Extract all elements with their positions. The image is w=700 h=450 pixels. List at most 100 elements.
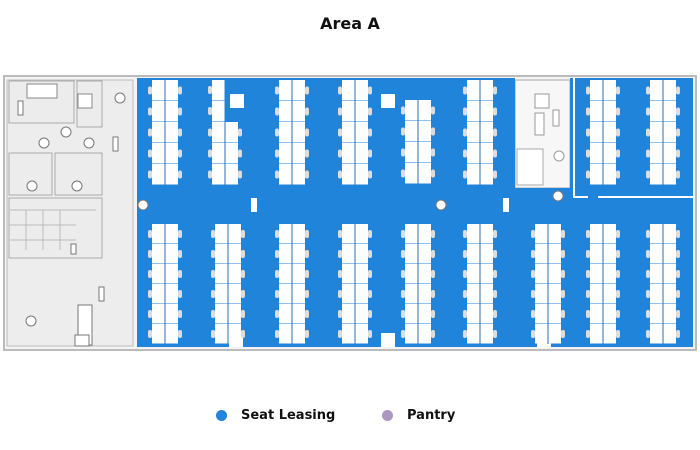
chair bbox=[401, 169, 405, 178]
desk bbox=[603, 324, 616, 344]
column-block bbox=[251, 198, 257, 212]
legend-label: Seat Leasing bbox=[241, 408, 336, 423]
desk bbox=[480, 244, 493, 264]
desk bbox=[212, 164, 225, 185]
chair bbox=[463, 149, 467, 158]
chair bbox=[305, 107, 309, 116]
column bbox=[137, 199, 149, 211]
desk bbox=[590, 264, 603, 284]
chair bbox=[431, 230, 435, 238]
desk bbox=[279, 143, 292, 164]
desk bbox=[650, 264, 663, 284]
chair bbox=[305, 86, 309, 95]
chair bbox=[178, 107, 182, 116]
desk bbox=[548, 304, 561, 324]
desk bbox=[152, 244, 165, 264]
desk-cluster bbox=[586, 224, 620, 344]
desk bbox=[292, 244, 305, 264]
desk bbox=[467, 244, 480, 264]
desk-cluster bbox=[646, 80, 680, 185]
chair bbox=[148, 128, 152, 137]
chair bbox=[208, 149, 212, 158]
chair bbox=[241, 230, 245, 238]
desk bbox=[215, 284, 228, 304]
chair bbox=[431, 148, 435, 157]
chair bbox=[676, 270, 680, 278]
chair bbox=[338, 149, 342, 158]
desk bbox=[418, 304, 431, 324]
desk bbox=[342, 164, 355, 185]
chair bbox=[148, 290, 152, 298]
desk bbox=[467, 143, 480, 164]
desk bbox=[165, 284, 178, 304]
chair bbox=[275, 290, 279, 298]
desk bbox=[650, 304, 663, 324]
chair bbox=[676, 230, 680, 238]
legend-item-seat-leasing: Seat Leasing bbox=[216, 408, 335, 423]
chair bbox=[241, 250, 245, 258]
desk bbox=[279, 224, 292, 244]
chair bbox=[493, 107, 497, 116]
chair bbox=[305, 250, 309, 258]
desk bbox=[480, 264, 493, 284]
column-block bbox=[381, 94, 395, 108]
desk bbox=[355, 80, 368, 101]
desk bbox=[292, 264, 305, 284]
chair bbox=[463, 230, 467, 238]
desk bbox=[342, 143, 355, 164]
chair bbox=[148, 330, 152, 338]
chair bbox=[586, 107, 590, 116]
desk bbox=[603, 122, 616, 143]
desk bbox=[418, 224, 431, 244]
desk bbox=[535, 244, 548, 264]
desk bbox=[152, 304, 165, 324]
desk bbox=[292, 224, 305, 244]
chair bbox=[586, 310, 590, 318]
chair bbox=[616, 290, 620, 298]
desk bbox=[663, 80, 676, 101]
desk bbox=[292, 284, 305, 304]
desk bbox=[548, 224, 561, 244]
desk bbox=[480, 143, 493, 164]
desk bbox=[480, 80, 493, 101]
desk-cluster bbox=[401, 224, 435, 344]
chair bbox=[178, 290, 182, 298]
desk-cluster bbox=[338, 224, 372, 344]
chair bbox=[646, 149, 650, 158]
desk-cluster bbox=[531, 224, 565, 344]
chair bbox=[368, 149, 372, 158]
desk bbox=[650, 324, 663, 344]
desk bbox=[152, 264, 165, 284]
desk bbox=[165, 224, 178, 244]
chair bbox=[211, 230, 215, 238]
chair bbox=[241, 290, 245, 298]
chair bbox=[241, 310, 245, 318]
desk bbox=[152, 101, 165, 122]
desk bbox=[590, 164, 603, 185]
desk bbox=[292, 143, 305, 164]
chair bbox=[305, 330, 309, 338]
desk bbox=[342, 224, 355, 244]
chair bbox=[338, 170, 342, 179]
chair bbox=[148, 149, 152, 158]
chair bbox=[211, 270, 215, 278]
chair bbox=[586, 86, 590, 95]
desk bbox=[342, 304, 355, 324]
chair bbox=[531, 230, 535, 238]
chair bbox=[275, 170, 279, 179]
desk bbox=[405, 224, 418, 244]
desk bbox=[212, 80, 225, 101]
chair bbox=[646, 128, 650, 137]
chair bbox=[463, 290, 467, 298]
desk bbox=[152, 143, 165, 164]
chair bbox=[368, 310, 372, 318]
chair bbox=[493, 250, 497, 258]
partition-wall bbox=[573, 78, 693, 198]
desk bbox=[603, 304, 616, 324]
desk-cluster bbox=[463, 224, 497, 344]
chair bbox=[431, 250, 435, 258]
desk bbox=[279, 284, 292, 304]
desk bbox=[342, 244, 355, 264]
chair bbox=[431, 310, 435, 318]
